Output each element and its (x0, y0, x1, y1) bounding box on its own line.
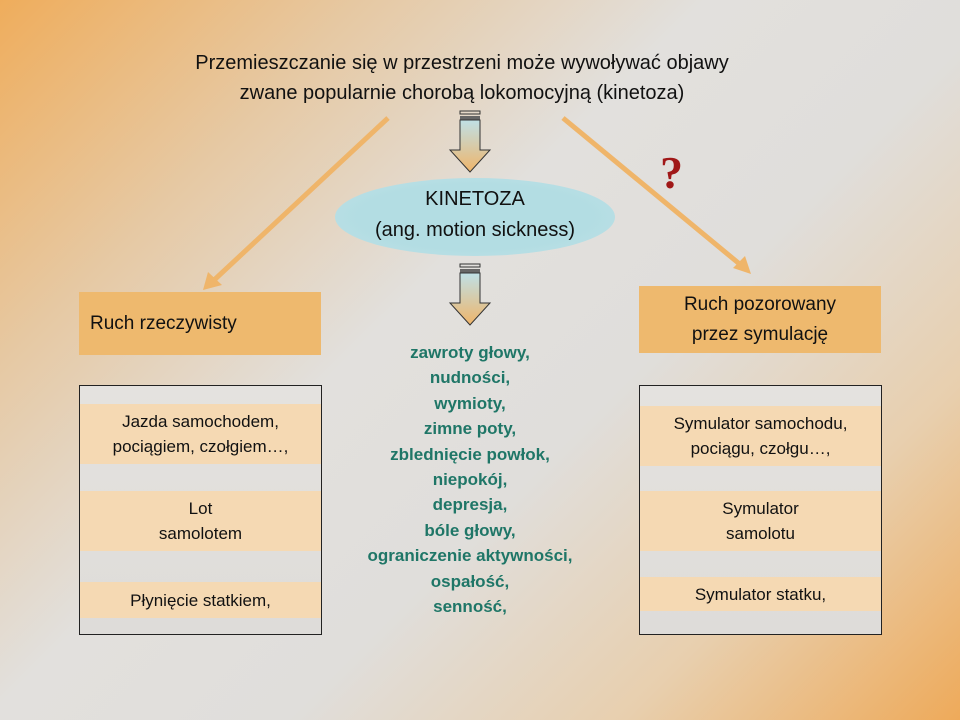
list-item: Jazda samochodem, pociągiem, czołgiem…, (80, 404, 321, 464)
title-line-2: zwane popularnie chorobą lokomocyjną (ki… (239, 82, 685, 104)
symptom: zblednięcie powłok, (390, 444, 550, 464)
left-diagonal-arrow (203, 116, 390, 290)
question-mark: ? (660, 147, 683, 198)
right-diagonal-arrow (561, 116, 751, 274)
symptom: senność, (433, 597, 507, 617)
item-line: pociągiem, czołgiem…, (112, 437, 289, 456)
item-line: samolotu (726, 524, 795, 543)
symptom: nudności, (429, 368, 511, 388)
symptom: niepokój, (432, 470, 508, 490)
real-motion-list: Jazda samochodem, pociągiem, czołgiem…, … (79, 385, 322, 635)
kinetoza-label: KINETOZA (ang. motion sickness) (335, 184, 615, 246)
symptoms-list: zawroty głowy, nudności, wymioty, zimne … (320, 340, 620, 619)
list-item: Symulator samolotu (640, 491, 881, 551)
symptom: zawroty głowy, (410, 343, 530, 362)
item-line: Lot (188, 499, 213, 518)
kinetoza-title: KINETOZA (425, 188, 525, 210)
symptom: wymioty, (434, 393, 506, 413)
item-line: pociągu, czołgu…, (690, 439, 831, 458)
list-item: Symulator statku, (640, 577, 881, 611)
item-line: Symulator (722, 499, 799, 518)
item-line: Symulator statku, (694, 584, 827, 604)
symptom: zimne poty, (423, 419, 517, 439)
title-line-1: Przemieszczanie się w przestrzeni może w… (195, 52, 729, 74)
item-line: Płynięcie statkiem, (130, 590, 271, 610)
item-line: samolotem (158, 524, 243, 543)
symptom: ograniczenie aktywności, (367, 546, 573, 566)
item-line: Symulator samochodu, (673, 414, 848, 433)
down-arrow-icon (448, 263, 492, 326)
simulated-motion-list: Symulator samochodu, pociągu, czołgu…, S… (639, 385, 882, 635)
list-item: Lot samolotem (80, 491, 321, 551)
real-motion-label: Ruch rzeczywisty (90, 312, 237, 334)
symptom: ospałość, (430, 571, 510, 591)
symptom: depresja, (432, 495, 508, 515)
list-item: Płynięcie statkiem, (80, 582, 321, 618)
slide-title: Przemieszczanie się w przestrzeni może w… (0, 48, 924, 108)
kinetoza-ellipse (335, 178, 615, 256)
symptom: bóle głowy, (424, 520, 516, 540)
simulated-motion-header: Ruch pozorowany przez symulację (639, 286, 881, 353)
down-arrow-icon (448, 110, 492, 173)
kinetoza-subtitle: (ang. motion sickness) (374, 219, 576, 241)
simulated-motion-label-2: przez symulację (691, 323, 829, 345)
item-line: Jazda samochodem, (122, 412, 279, 431)
simulated-motion-label-1: Ruch pozorowany (683, 293, 837, 315)
real-motion-header: Ruch rzeczywisty (79, 292, 321, 355)
list-item: Symulator samochodu, pociągu, czołgu…, (640, 406, 881, 466)
